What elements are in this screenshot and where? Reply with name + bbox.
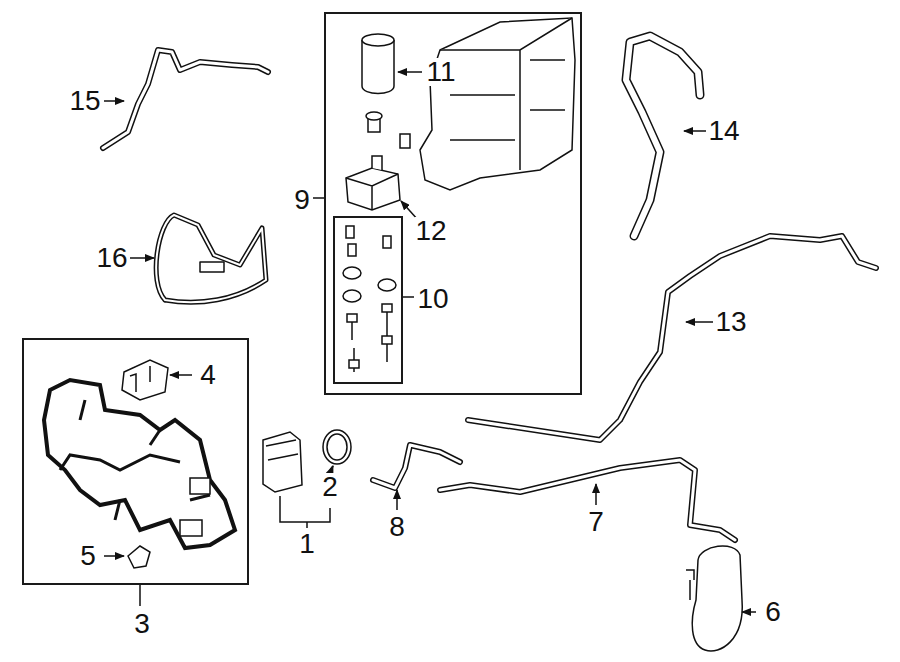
callout-number: 9 <box>293 186 311 214</box>
component-drawings <box>44 18 742 651</box>
callout-number: 3 <box>133 610 151 638</box>
group-box: 910 <box>324 12 582 395</box>
group-box: 3 <box>22 338 249 585</box>
callout-number: 12 <box>414 217 447 245</box>
callout-number: 13 <box>714 308 747 336</box>
callout-number: 11 <box>425 58 456 86</box>
callout-number: 8 <box>388 513 406 541</box>
callout-number: 1 <box>298 530 316 558</box>
callout-number: 4 <box>199 361 217 389</box>
callout-number: 10 <box>416 285 449 313</box>
leader-lines <box>104 72 756 612</box>
group-box: 10 <box>333 216 403 384</box>
callout-number: 2 <box>321 473 339 501</box>
callout-number: 5 <box>79 542 97 570</box>
callout-number: 15 <box>68 87 101 115</box>
callout-number: 16 <box>95 244 128 272</box>
callout-number: 14 <box>707 117 740 145</box>
callout-number: 7 <box>587 508 605 536</box>
callout-number: 6 <box>764 598 782 626</box>
